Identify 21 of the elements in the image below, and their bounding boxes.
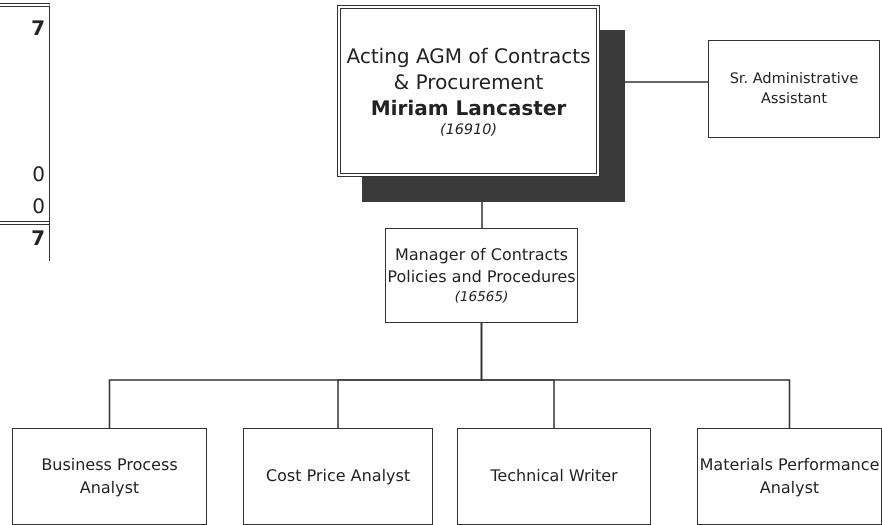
- position-box: [708, 40, 880, 138]
- position-number: (16565): [454, 288, 508, 308]
- position-number: (16910): [440, 120, 497, 140]
- table-value: 0: [32, 162, 45, 186]
- position-title: Manager of Contracts Policies and Procedures: [386, 244, 577, 288]
- position-box: [12, 428, 207, 525]
- person-name: Miriam Lancaster: [370, 94, 566, 121]
- table-value: 0: [32, 194, 45, 218]
- position-box: [385, 228, 578, 323]
- position-title: Cost Price Analyst: [266, 465, 410, 488]
- position-box: [697, 428, 882, 525]
- position-box: [243, 428, 433, 525]
- position-title: Business Process Analyst: [40, 454, 179, 498]
- position-title: Sr. Administrative Assistant: [728, 70, 860, 109]
- connector-line: [480, 323, 790, 428]
- position-title: Technical Writer: [490, 465, 618, 488]
- table-value: 7: [31, 226, 45, 250]
- position-title: Materials Performance Analyst: [698, 454, 880, 498]
- position-title: Acting AGM of Contracts & Procurement: [346, 42, 592, 95]
- position-box: [457, 428, 651, 525]
- table-value: 7: [31, 16, 45, 40]
